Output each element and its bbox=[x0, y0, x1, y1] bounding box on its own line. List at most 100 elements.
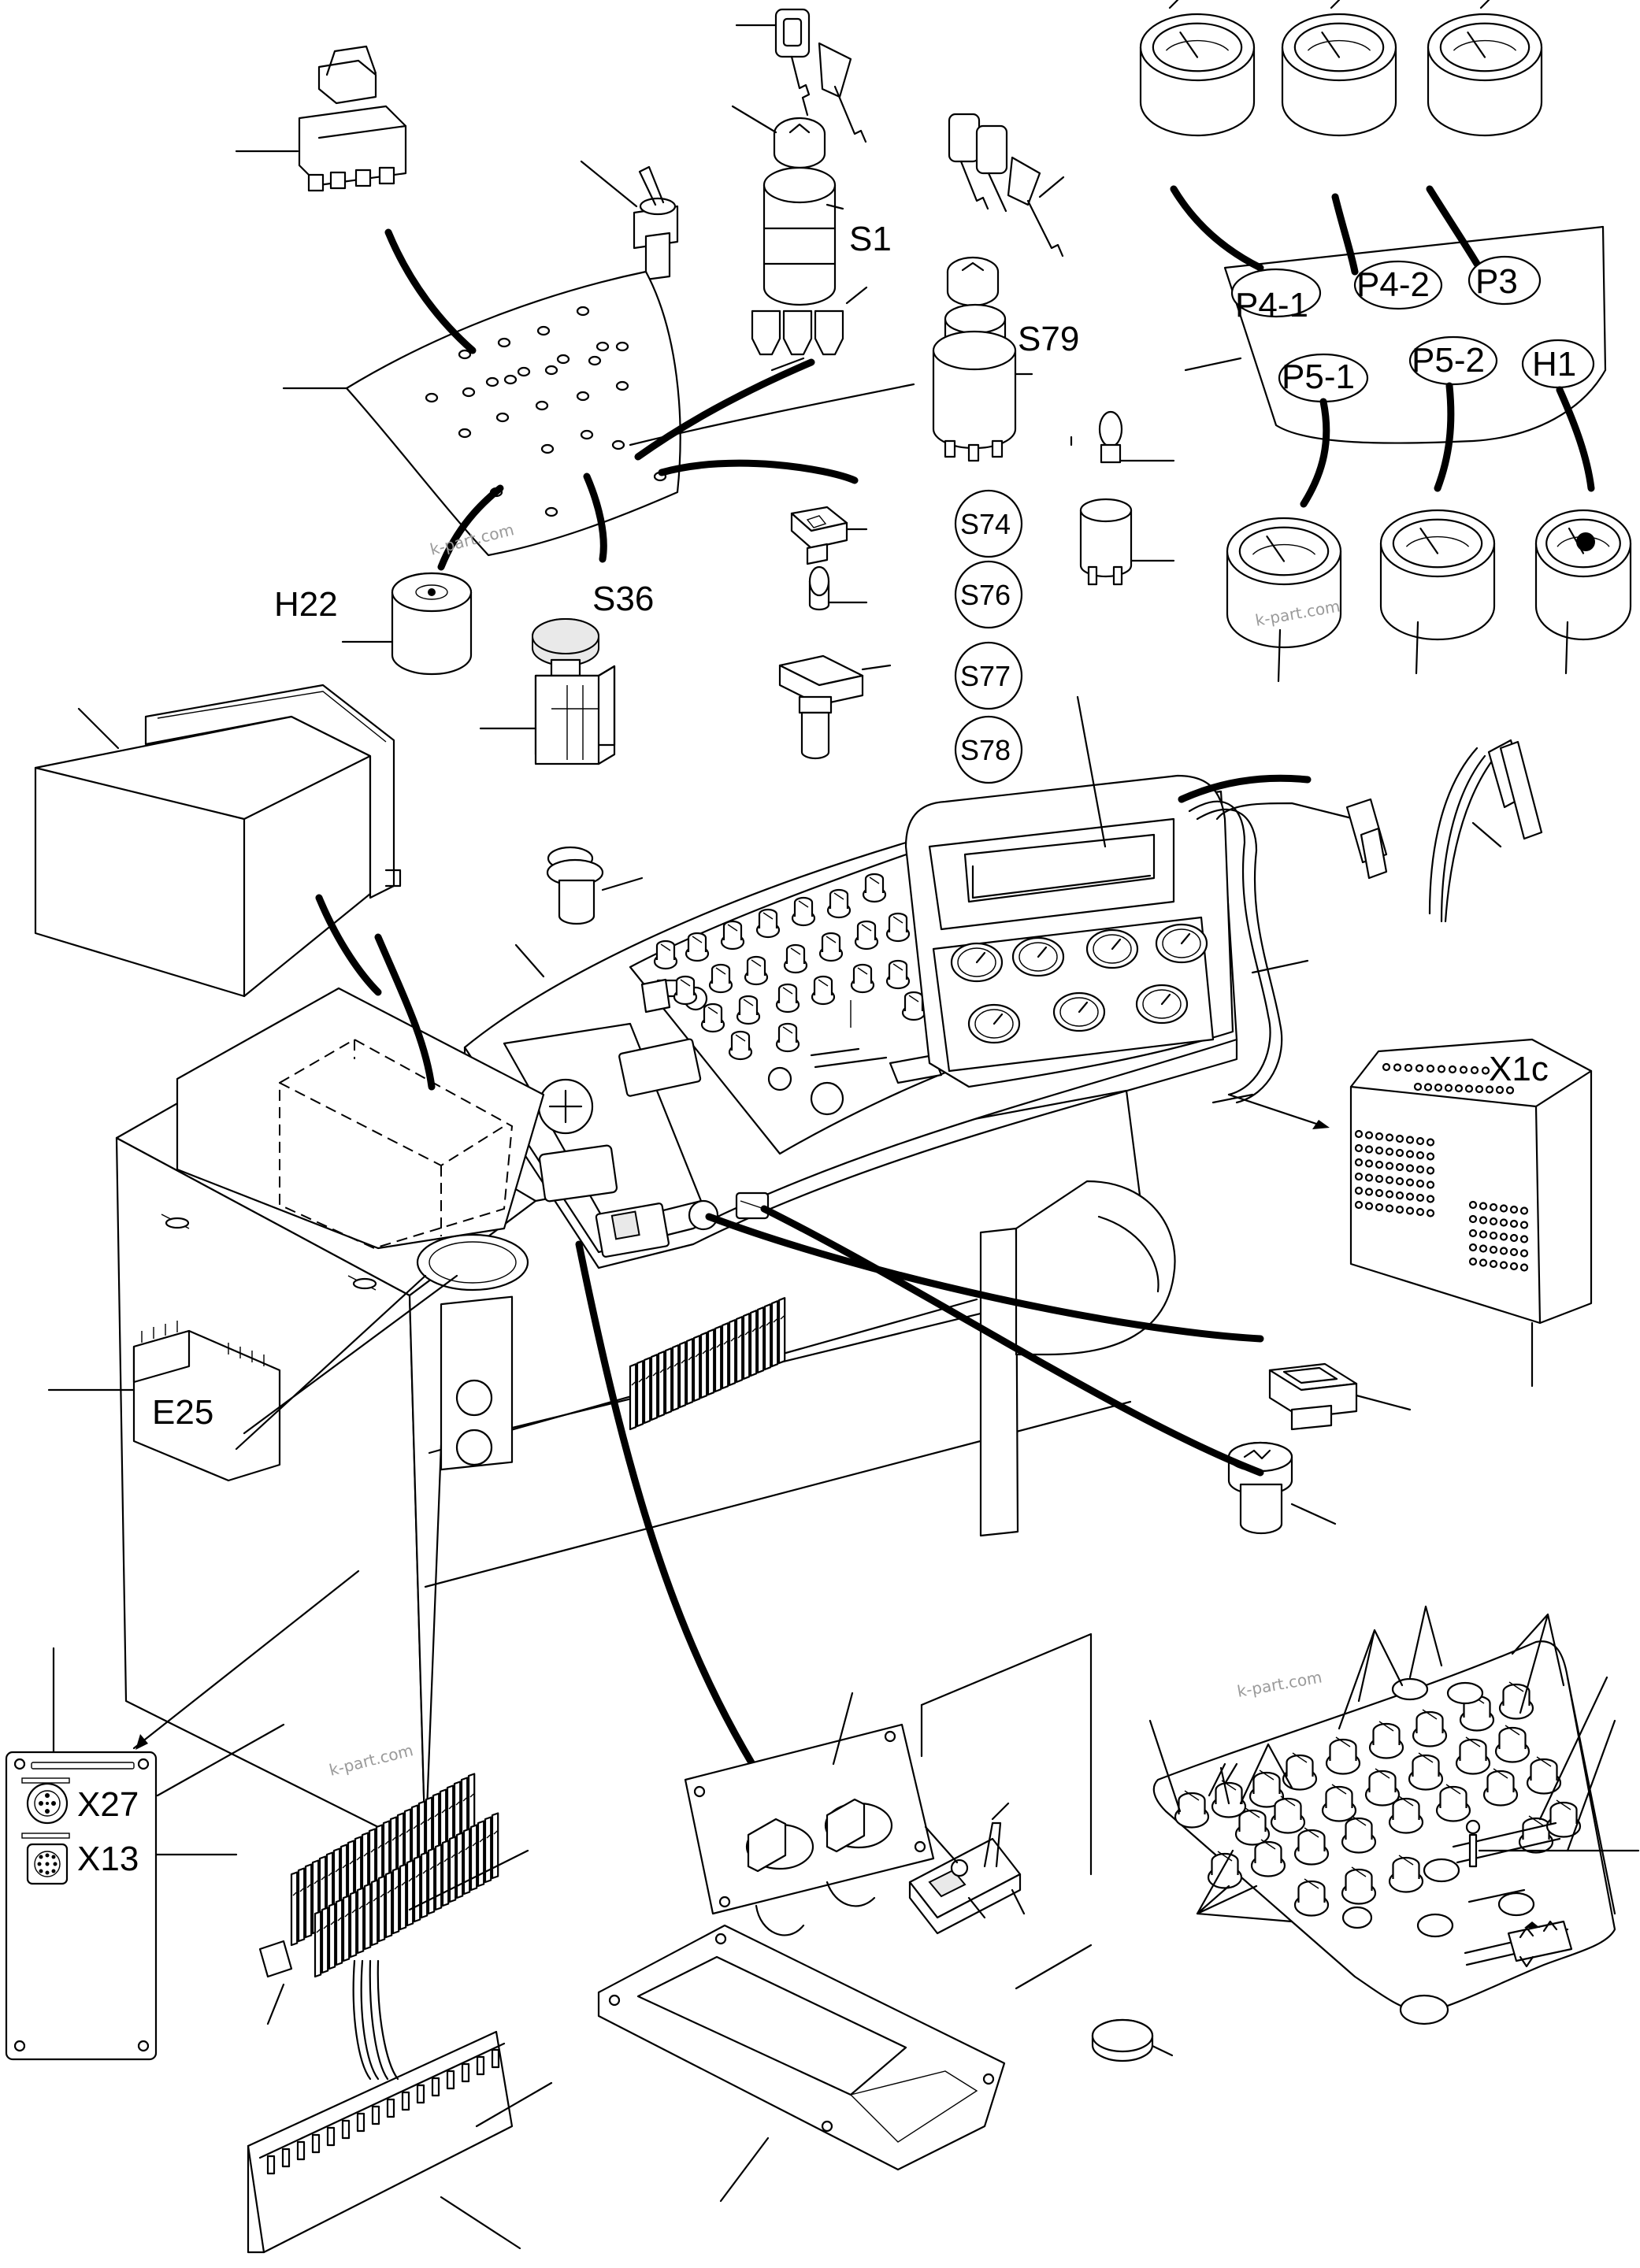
terminal bbox=[692, 1335, 701, 1403]
connector-pin bbox=[1479, 1258, 1488, 1267]
cable-duct-part bbox=[247, 1849, 553, 2254]
knob-mark bbox=[1465, 1736, 1481, 1747]
knob-mark bbox=[660, 943, 671, 951]
knob bbox=[777, 1022, 798, 1043]
knob bbox=[852, 963, 873, 984]
console-gauge-face bbox=[1162, 928, 1201, 958]
connector-pin bbox=[1354, 1172, 1364, 1181]
connector-pin bbox=[1468, 1243, 1478, 1252]
terminal-screw bbox=[330, 1921, 335, 1925]
knob-mark bbox=[1398, 1855, 1414, 1866]
terminal-screw bbox=[321, 1876, 325, 1881]
connector-pin bbox=[1459, 1065, 1468, 1074]
plate-hole bbox=[458, 428, 472, 439]
label-x1c: X1c bbox=[1489, 1050, 1549, 1088]
label-s74: S74 bbox=[960, 508, 1011, 540]
connector-pin bbox=[1354, 1158, 1364, 1167]
callout-switch bbox=[705, 1213, 1264, 1343]
terminal-screw bbox=[469, 1793, 474, 1798]
knob bbox=[738, 995, 759, 1015]
knob bbox=[1416, 1710, 1444, 1733]
gauge-scale bbox=[1405, 536, 1470, 547]
connector-pin bbox=[1519, 1206, 1529, 1215]
plate-hole bbox=[611, 439, 625, 450]
terminal bbox=[356, 1887, 365, 1955]
gauge-leader bbox=[1415, 621, 1419, 675]
connector-pin bbox=[1509, 1219, 1519, 1228]
terminal bbox=[349, 1891, 358, 1959]
console-gauge-needle bbox=[975, 951, 986, 964]
knob bbox=[829, 888, 849, 909]
terminal bbox=[469, 1824, 478, 1892]
connector-pin bbox=[1382, 1062, 1391, 1072]
connector-pin bbox=[1385, 1176, 1394, 1184]
terminal bbox=[462, 1828, 471, 1896]
knob-mark bbox=[1556, 1799, 1571, 1810]
connector-pin bbox=[1364, 1145, 1374, 1154]
callout-panel bbox=[575, 1240, 756, 1768]
terminal-screw bbox=[681, 1359, 685, 1364]
terminal-screw bbox=[420, 1821, 425, 1825]
terminal-screw bbox=[408, 1877, 413, 1882]
watermark-3: k-part.com bbox=[1236, 1667, 1323, 1701]
duct-slot bbox=[476, 2055, 485, 2076]
duct-slot bbox=[281, 2148, 291, 2168]
knob bbox=[1549, 1801, 1578, 1824]
knob-mark bbox=[1351, 1866, 1367, 1877]
terminal bbox=[335, 1899, 343, 1966]
label-p5-2: P5-2 bbox=[1412, 341, 1485, 380]
connector-pin bbox=[1413, 1082, 1423, 1091]
knob-mark bbox=[692, 936, 703, 943]
terminal-screw bbox=[448, 1805, 453, 1810]
knob-mark bbox=[762, 912, 774, 920]
connector-pin bbox=[1375, 1203, 1384, 1212]
knob-mark bbox=[826, 936, 837, 943]
terminal-screw bbox=[415, 1873, 420, 1878]
connector-pin bbox=[1519, 1221, 1529, 1229]
terminal-block-part bbox=[629, 1297, 786, 1431]
small-switch-plate-part bbox=[908, 1632, 1093, 1990]
connector-pin bbox=[1509, 1262, 1519, 1271]
plate-hole bbox=[517, 366, 531, 377]
knob-mark bbox=[1493, 1768, 1508, 1779]
terminal bbox=[650, 1354, 659, 1421]
plate-hole bbox=[497, 337, 511, 348]
terminal-screw bbox=[306, 1884, 311, 1888]
terminal-screw bbox=[486, 1834, 491, 1839]
plate-hole bbox=[462, 387, 476, 398]
connector-pin bbox=[1495, 1085, 1505, 1095]
connector-pin bbox=[1426, 1138, 1435, 1147]
knob bbox=[722, 920, 743, 940]
knob bbox=[1502, 1683, 1531, 1706]
switch-mounting-plate bbox=[282, 270, 681, 557]
callout-arrow-p4-1 bbox=[1170, 185, 1264, 272]
label-s1: S1 bbox=[849, 220, 892, 258]
connector-pin bbox=[1375, 1188, 1384, 1198]
terminal bbox=[420, 1851, 429, 1919]
knob bbox=[746, 955, 766, 976]
terminal-screw bbox=[759, 1325, 763, 1329]
plate-hole bbox=[596, 341, 610, 352]
terminal-screw bbox=[479, 1838, 484, 1843]
knob-mark bbox=[1508, 1681, 1524, 1692]
knob bbox=[1345, 1868, 1373, 1891]
terminal-screw bbox=[335, 1868, 340, 1873]
connector-pin bbox=[1405, 1192, 1415, 1201]
terminal bbox=[304, 1863, 313, 1939]
knob-mark bbox=[1184, 1790, 1200, 1801]
knob bbox=[777, 983, 798, 1003]
connector-pin bbox=[1505, 1086, 1515, 1095]
knob bbox=[703, 1002, 723, 1023]
label-e25: E25 bbox=[152, 1393, 213, 1432]
plate-hole bbox=[535, 400, 549, 411]
connector-pin bbox=[1393, 1063, 1402, 1072]
rotary-knob-plate-part bbox=[684, 1692, 935, 1936]
callout-arrow-p4-2 bbox=[1331, 193, 1359, 276]
connector-pin bbox=[1385, 1162, 1394, 1170]
connector-pin bbox=[1405, 1136, 1415, 1144]
connector-pin bbox=[1499, 1247, 1508, 1255]
label-x13: X13 bbox=[77, 1840, 139, 1878]
terminal-screw bbox=[441, 1809, 446, 1814]
terminal-screw bbox=[436, 1862, 441, 1866]
